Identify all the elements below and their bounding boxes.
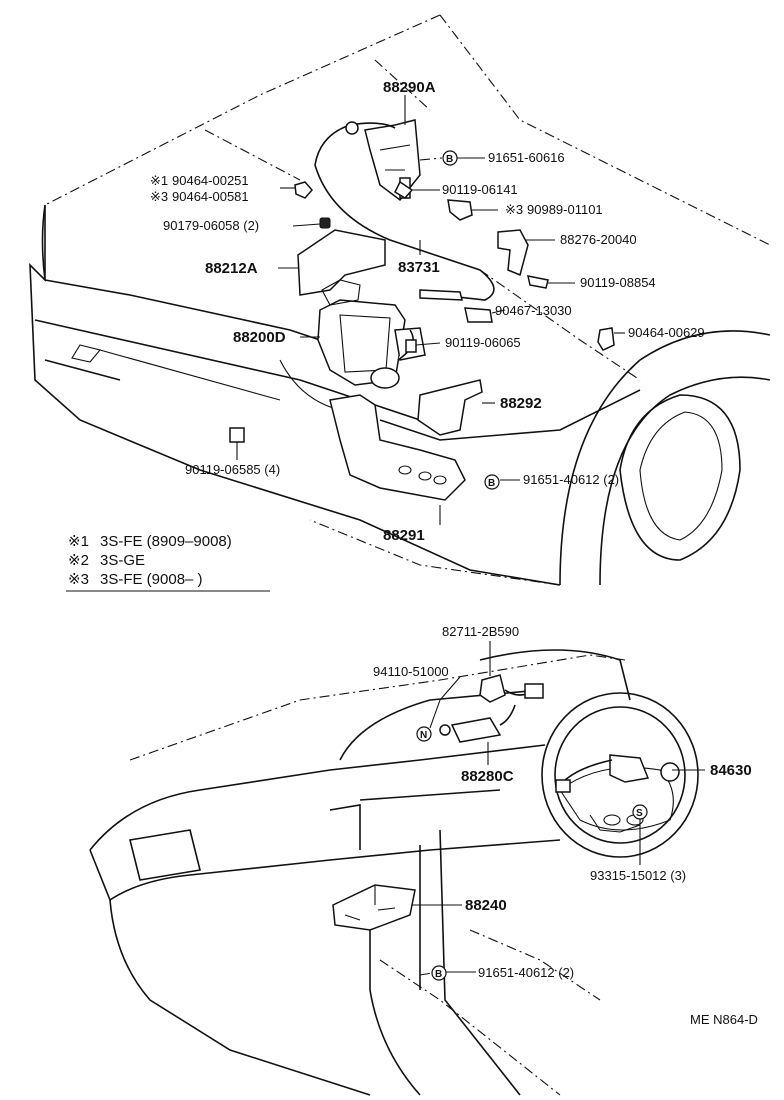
legend-mark-3: ※3 [68, 571, 89, 588]
b-marker-icon [442, 150, 458, 166]
label-88276-20040: 88276-20040 [560, 232, 637, 247]
label-88212A: 88212A [205, 260, 258, 277]
label-91651-40612-bot: 91651-40612 (2) [478, 965, 574, 980]
label-90179-06058: 90179-06058 (2) [163, 218, 259, 233]
bracket-88276 [497, 229, 529, 277]
label-90119-06141: 90119-06141 [442, 182, 518, 197]
label-90119-06585: 90119-06585 (4) [185, 462, 280, 477]
label-88290A: 88290A [383, 79, 436, 96]
legend-text-1: 3S-FE (8909–9008) [100, 533, 232, 550]
label-90464-00251: 90464-00251 [172, 173, 249, 188]
clamp-90467 [464, 307, 493, 323]
clip-90464 [294, 181, 313, 199]
computer-88240 [332, 884, 416, 931]
bolt-90119-06141 [394, 180, 414, 199]
legend-text-3: 3S-FE (9008– ) [100, 571, 203, 588]
bolt-90119-06585 [229, 427, 245, 443]
label-91651-40612-top: 91651-40612 (2) [523, 472, 619, 487]
dashboard-outline [89, 649, 699, 1096]
label-90464-00581: 90464-00581 [172, 189, 249, 204]
label-90119-06065: 90119-06065 [445, 335, 521, 350]
label-88240: 88240 [465, 897, 507, 914]
labels-top: 88290A B 91651-60616 ※1 90464-00251 ※3 9… [150, 79, 705, 544]
car-front-outline [29, 14, 771, 586]
label-93315-15012: 93315-15012 (3) [590, 868, 686, 883]
legend-text-2: 3S-GE [100, 552, 145, 569]
switch-88280C [450, 717, 502, 743]
bracket-88291 [329, 394, 466, 501]
svg-text:B: B [435, 969, 442, 980]
label-82711-2B590: 82711-2B590 [442, 624, 519, 639]
label-88292: 88292 [500, 395, 542, 412]
bracket-88292 [417, 379, 483, 436]
steering-wheel [541, 692, 699, 858]
legend-mark-1: ※1 [68, 533, 89, 550]
legend-mark-2: ※2 [68, 552, 89, 569]
cable-83731 [314, 124, 495, 301]
label-asterisk3-b: ※3 [505, 202, 523, 217]
label-90119-08854: 90119-08854 [580, 275, 656, 290]
clip-90989 [447, 199, 473, 221]
cruise-control-components [229, 119, 615, 501]
cabin-components [332, 674, 680, 931]
label-84630: 84630 [710, 762, 752, 779]
bracket-88212A [297, 229, 386, 296]
label-asterisk3-a: ※3 [150, 189, 168, 204]
b-marker-icon [484, 474, 500, 490]
n-marker-icon [416, 726, 432, 742]
label-90467-13030: 90467-13030 [495, 303, 572, 318]
labels-bottom: 82711-2B590 94110-51000 N 88280C 84630 S… [373, 624, 752, 981]
label-91651-60616: 91651-60616 [488, 150, 565, 165]
bolt-90119-06065 [405, 339, 417, 353]
b-marker-icon [431, 965, 447, 981]
bracket-88290A [364, 119, 421, 202]
nut-90179 [319, 217, 331, 229]
label-asterisk1: ※1 [150, 173, 168, 188]
engine-legend: ※1 3S-FE (8909–9008) ※2 3S-GE ※3 3S-FE (… [66, 533, 270, 592]
clip-90464-00629 [597, 327, 615, 351]
label-88280C: 88280C [461, 768, 514, 785]
s-marker-icon [632, 804, 648, 820]
switch-84630 [609, 754, 650, 783]
label-83731: 83731 [398, 259, 440, 276]
label-90989-01101: 90989-01101 [527, 202, 603, 217]
label-90464-00629: 90464-00629 [628, 325, 705, 340]
connector-82711 [479, 674, 506, 703]
svg-text:S: S [636, 808, 643, 819]
svg-text:B: B [446, 154, 453, 165]
svg-text:N: N [420, 730, 427, 741]
figure-code: ME N864-D [690, 1012, 758, 1027]
label-88200D: 88200D [233, 329, 286, 346]
bolt-90119-08854 [527, 275, 549, 289]
svg-text:B: B [488, 478, 495, 489]
leaders-bottom [412, 641, 705, 976]
label-94110-51000: 94110-51000 [373, 664, 449, 679]
leaders-top [236, 95, 625, 525]
label-88291: 88291 [383, 527, 425, 544]
